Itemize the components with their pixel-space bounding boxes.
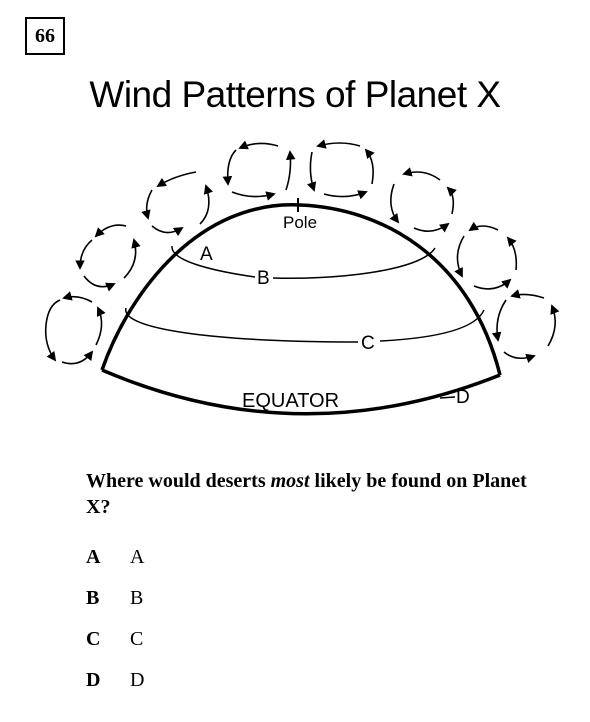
option-d-letter: D <box>86 669 101 691</box>
diagram-title: Wind Patterns of Planet X <box>89 74 501 115</box>
option-a[interactable]: A A <box>86 546 144 587</box>
label-b: B <box>257 268 270 289</box>
option-d-text: D <box>130 669 145 691</box>
question-emphasis: most <box>270 470 310 492</box>
wind-cell-right-1 <box>491 289 560 363</box>
label-a: A <box>200 244 213 265</box>
wind-patterns-diagram: Pole A B C EQUATOR D <box>44 139 560 416</box>
wind-cell-right-3 <box>389 167 457 233</box>
wind-cell-left-4 <box>222 140 296 201</box>
option-c-text: C <box>130 628 144 650</box>
wind-cell-right-4 <box>307 139 375 200</box>
option-b[interactable]: B B <box>86 587 144 628</box>
wind-cell-right-2 <box>454 221 518 290</box>
option-b-text: B <box>130 587 144 609</box>
question-text: Where would deserts most likely be found… <box>86 468 556 520</box>
pole-label: Pole <box>283 213 317 232</box>
wind-cell-left-1 <box>44 291 106 365</box>
latitude-lines <box>125 245 485 343</box>
wind-cells <box>44 139 560 365</box>
planet-hemisphere <box>100 198 502 416</box>
question-text-before: Where would deserts <box>86 470 271 492</box>
label-d-leader <box>439 396 456 399</box>
option-c[interactable]: C C <box>86 628 144 669</box>
question-number: 66 <box>25 17 65 55</box>
question-text-after: likely be found on Planet X? <box>86 470 527 518</box>
option-c-letter: C <box>86 628 101 650</box>
equator-label: EQUATOR <box>242 390 339 412</box>
option-a-text: A <box>130 546 145 568</box>
wind-cell-left-3 <box>141 171 213 237</box>
wind-cell-left-2 <box>75 224 141 292</box>
option-d[interactable]: D D <box>86 669 144 710</box>
option-a-letter: A <box>86 546 101 568</box>
answer-options: A A B B C C D D <box>86 546 144 710</box>
option-b-letter: B <box>86 587 100 609</box>
label-c: C <box>361 333 375 354</box>
label-d: D <box>456 387 470 408</box>
